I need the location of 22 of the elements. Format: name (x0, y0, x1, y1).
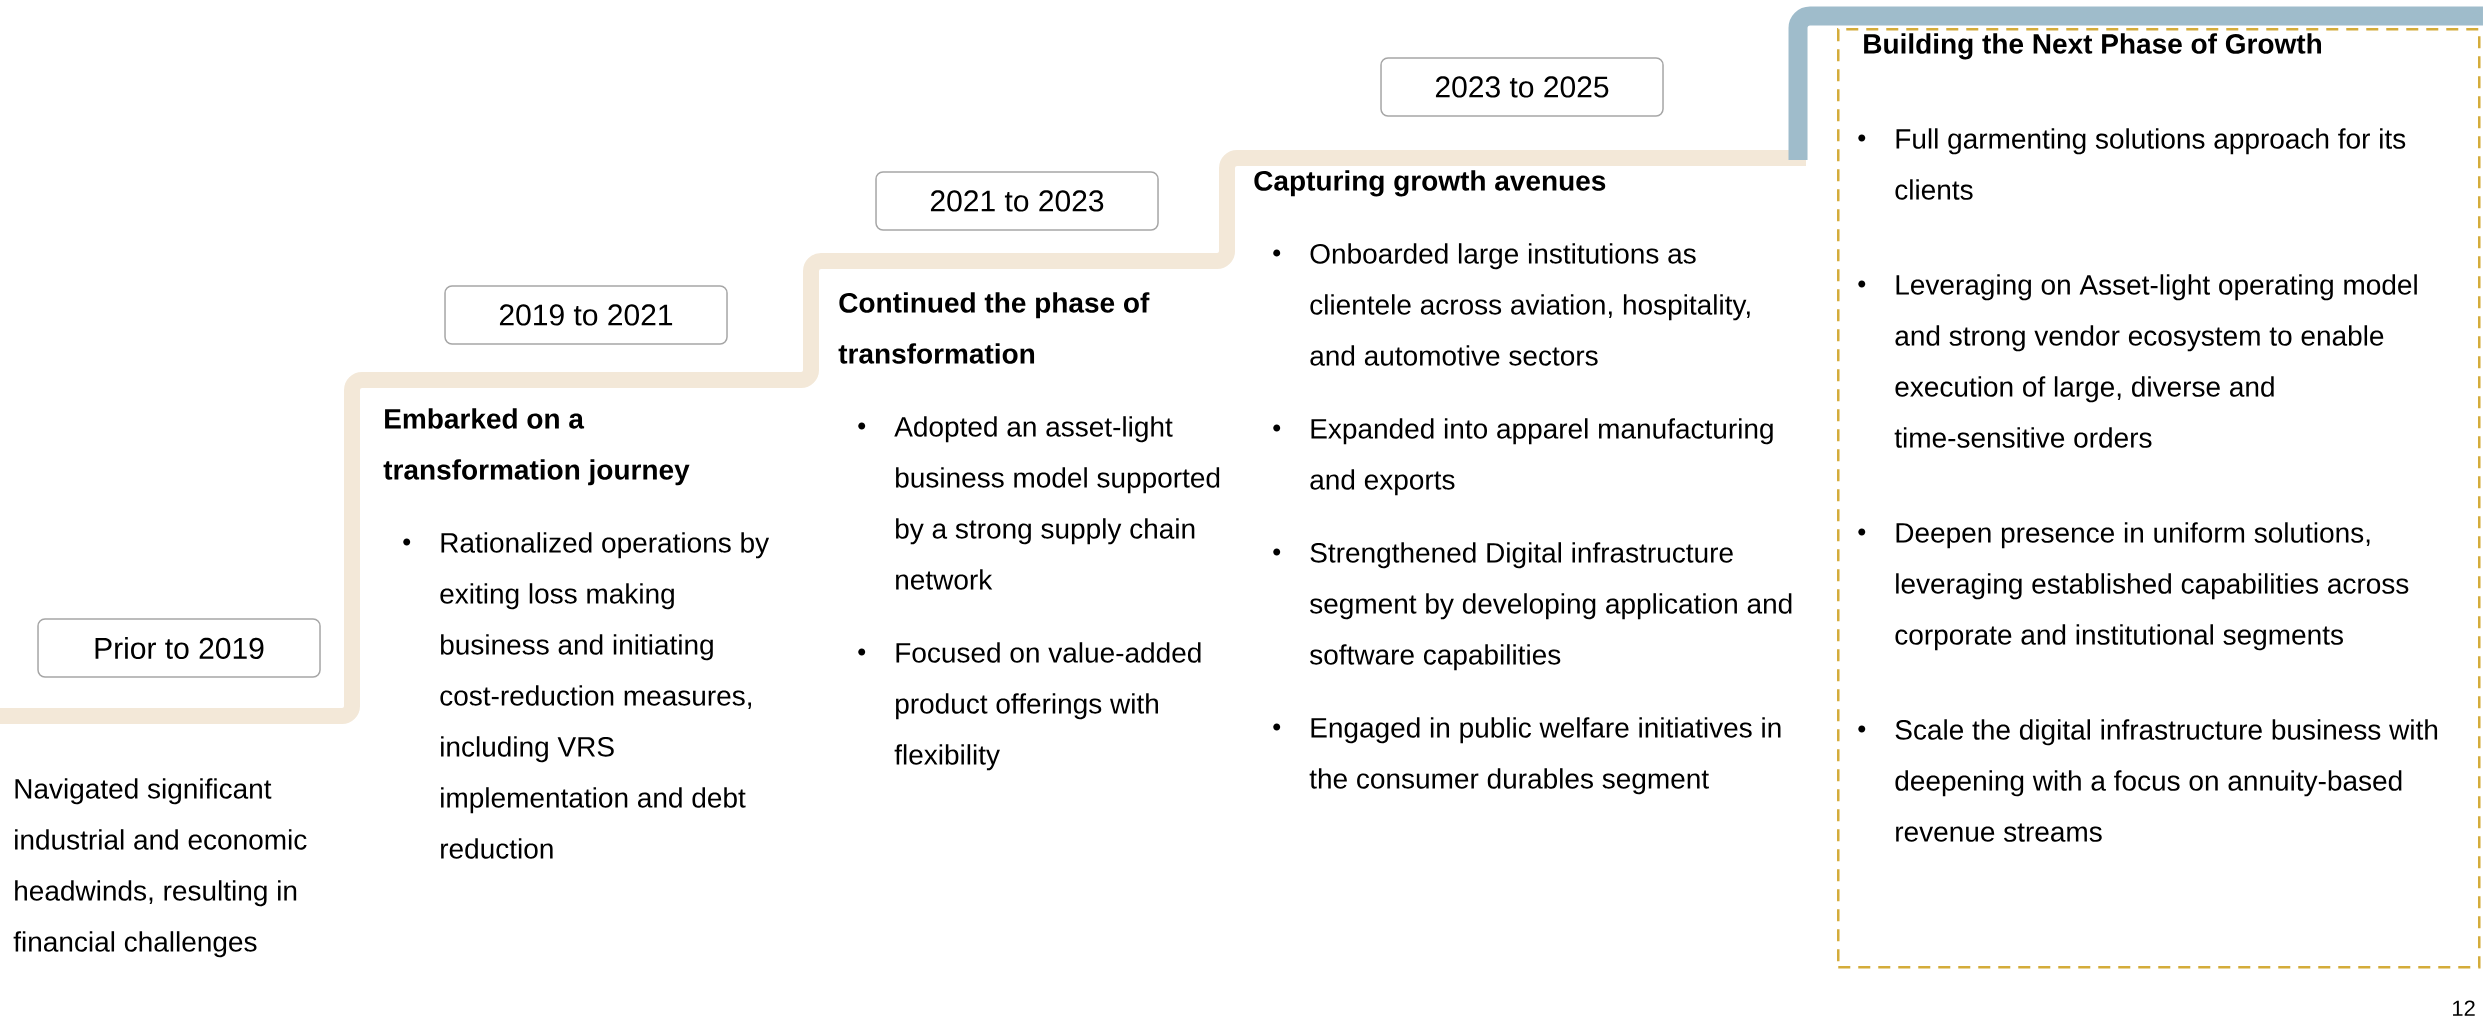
bullet-item: Full garmenting solutions approach for its clients (1858, 128, 2406, 200)
year-box: 2019 to 2021 (444, 285, 728, 345)
column-heading: Embarked on a transformation journey (383, 408, 690, 486)
page-number: 12 (2453, 1000, 2475, 1016)
column-heading: Capturing growth avenues (1254, 170, 1606, 197)
bullet-item: Focused on value-added product offerings with flexibility (858, 642, 1201, 771)
year-box: 2021 to 2023 (875, 171, 1159, 231)
column-heading: Building the Next Phase of Growth (1864, 33, 2321, 60)
year-box: 2023 to 2025 (1380, 57, 1664, 117)
bullet-item: Expanded into apparel manufacturing and exports (1273, 418, 1773, 496)
bullet-item: Deepen presence in uniform solutions, leveraging established capabilities across corporate and institutional segments (1858, 522, 2409, 651)
year-box: Prior to 2019 (37, 618, 321, 678)
bullet-item: Onboarded large institutions as clientele across aviation, hospitality, and automotive sectors (1273, 243, 1750, 366)
bullet-item: Scale the digital infrastructure business with deepening with a focus on annuity-based revenue streams (1858, 719, 2438, 842)
bullet-item: Strengthened Digital infrastructure segment by developing application and software capabilities (1273, 542, 1792, 671)
bullet-item: Rationalized operations by exiting loss making business and initiating cost-reduction measures, including VRS implementation and debt reduction (403, 532, 770, 859)
bullet-item: Adopted an asset-light business model supported by a strong supply chain network (858, 416, 1220, 590)
description-text: Navigated significant industrial and economic headwinds, resulting in financial challenges (13, 778, 307, 958)
dashed-frame (1837, 28, 2481, 969)
bullet-item: Engaged in public welfare initiatives in the consumer durables segment (1273, 717, 1781, 795)
column-heading: Continued the phase of transformation (838, 292, 1150, 364)
bullet-item: Leveraging on Asset-light operating model and strong vendor ecosystem to enable execution of large, diverse and time-sensitive orders (1858, 274, 2417, 448)
